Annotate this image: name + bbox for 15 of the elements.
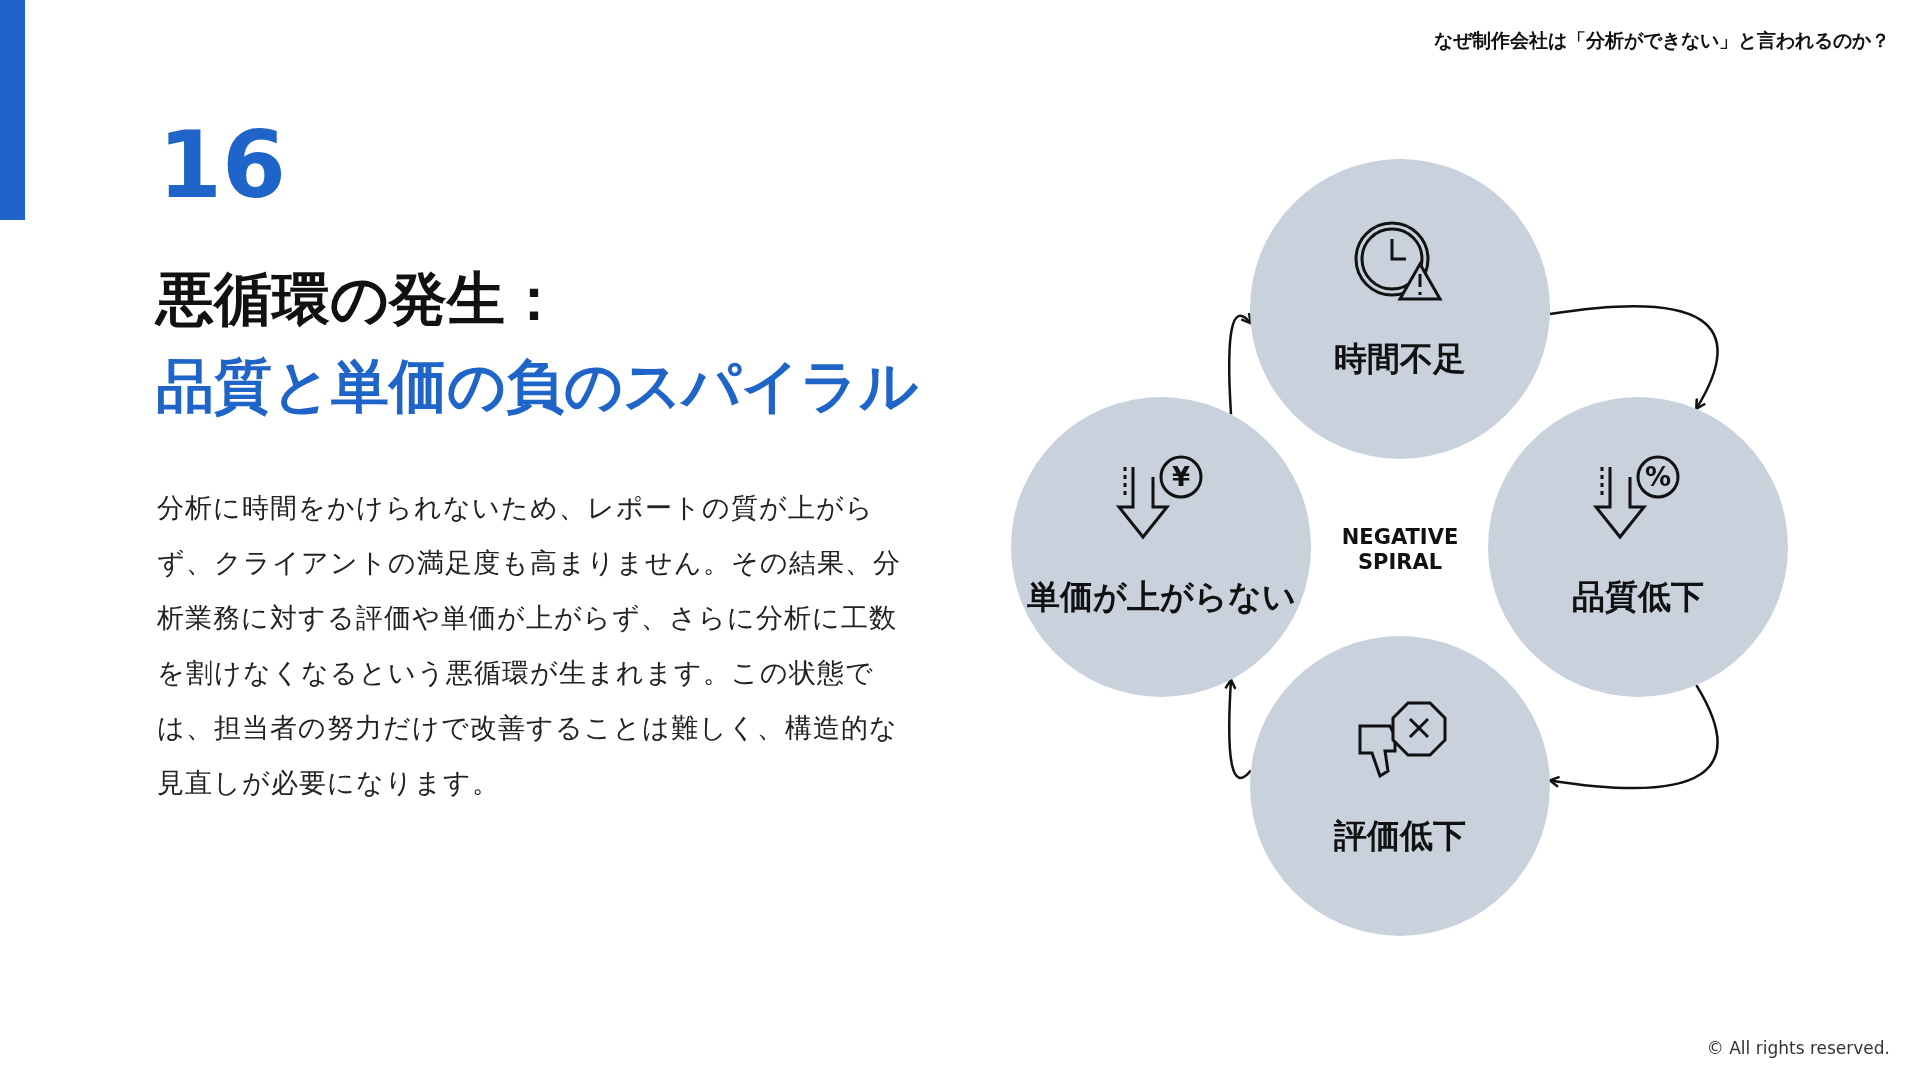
node-label: 時間不足 <box>1333 338 1467 380</box>
center-label: NEGATIVE SPIRAL <box>1340 525 1460 576</box>
curved-arrow <box>1549 305 1719 411</box>
copyright-text: © All rights reserved. <box>1706 1038 1890 1058</box>
node-label: 評価低下 <box>1333 815 1467 857</box>
curved-arrow <box>1548 684 1719 790</box>
node-label: 単価が上がらない <box>1025 576 1297 618</box>
node-label: 品質低下 <box>1571 576 1705 618</box>
curved-arrow <box>1228 312 1252 415</box>
title-text: 悪循環の発生： <box>156 265 563 335</box>
subtitle-text: 品質と単価の負のスパイラル <box>156 352 918 422</box>
curved-arrow <box>1224 678 1252 779</box>
body-paragraph: 分析に時間をかけられないため、レポートの質が上がらず、クライアントの満足度も高まりません。その結果、分析業務に対する評価や単価が上がらず、さらに分析に工数を割けなくなるという悪循環が生まれます。この状態では、担当者の努力だけで改善することは難しく、構造的な見直しが必要になります。 <box>157 491 902 800</box>
page-number: 16 <box>158 120 287 212</box>
header-text: なぜ制作会社は「分析ができない」と言われるのか？ <box>1434 28 1890 53</box>
